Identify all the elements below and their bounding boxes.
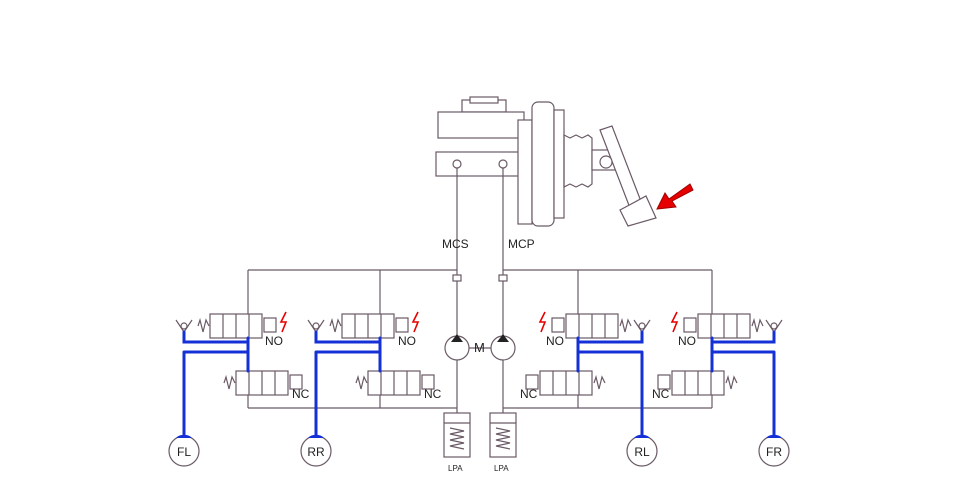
solenoid-valve-icon: NC xyxy=(652,370,738,401)
wheel-brake-fl: FL xyxy=(168,434,200,467)
valve-no-label: NO xyxy=(678,334,696,348)
wheel-fl-label: FL xyxy=(177,445,191,459)
lpa-label: LPA xyxy=(448,464,463,473)
master-cylinder-icon xyxy=(435,96,533,225)
check-valve-icon xyxy=(765,319,783,334)
valve-nc-label: NC xyxy=(292,387,310,401)
brake-pedal-icon xyxy=(599,125,657,227)
valve-no-label: NO xyxy=(546,334,564,348)
wheel-rr-label: RR xyxy=(307,445,325,459)
wheel-brake-fr: FR xyxy=(758,434,790,467)
accumulator-icon: LPA xyxy=(443,412,471,473)
solenoid-valve-icon: NC xyxy=(520,370,606,401)
pump-motor-label: M xyxy=(474,340,485,355)
valve-no-label: NO xyxy=(398,334,416,348)
check-valve-icon xyxy=(307,319,325,334)
solenoid-valve-icon: NC xyxy=(355,370,442,401)
solenoid-valve-icon: NC xyxy=(223,370,310,401)
check-valve-icon xyxy=(175,319,193,334)
wheel-rl-label: RL xyxy=(634,445,650,459)
pedal-force-arrow-icon xyxy=(656,183,694,210)
wheel-brake-rr: RR xyxy=(300,434,332,467)
wheel-brake-rl: RL xyxy=(626,434,658,467)
solenoid-valve-icon: NO xyxy=(197,311,288,348)
mcp-label: MCP xyxy=(508,237,535,251)
solenoid-valve-icon: NO xyxy=(670,311,764,348)
accumulator-icon: LPA xyxy=(489,412,517,473)
check-valve-icon xyxy=(633,319,651,334)
lpa-label: LPA xyxy=(494,464,509,473)
valve-no-label: NO xyxy=(265,334,283,348)
solenoid-valve-icon: NO xyxy=(538,311,632,348)
valve-nc-label: NC xyxy=(652,387,670,401)
solenoid-valve-icon: NO xyxy=(329,311,420,348)
pump-icon xyxy=(490,334,516,361)
pump-icon xyxy=(444,334,470,361)
wheel-fr-label: FR xyxy=(766,445,782,459)
valve-nc-label: NC xyxy=(424,387,442,401)
mcs-label: MCS xyxy=(442,237,469,251)
valve-nc-label: NC xyxy=(520,387,538,401)
